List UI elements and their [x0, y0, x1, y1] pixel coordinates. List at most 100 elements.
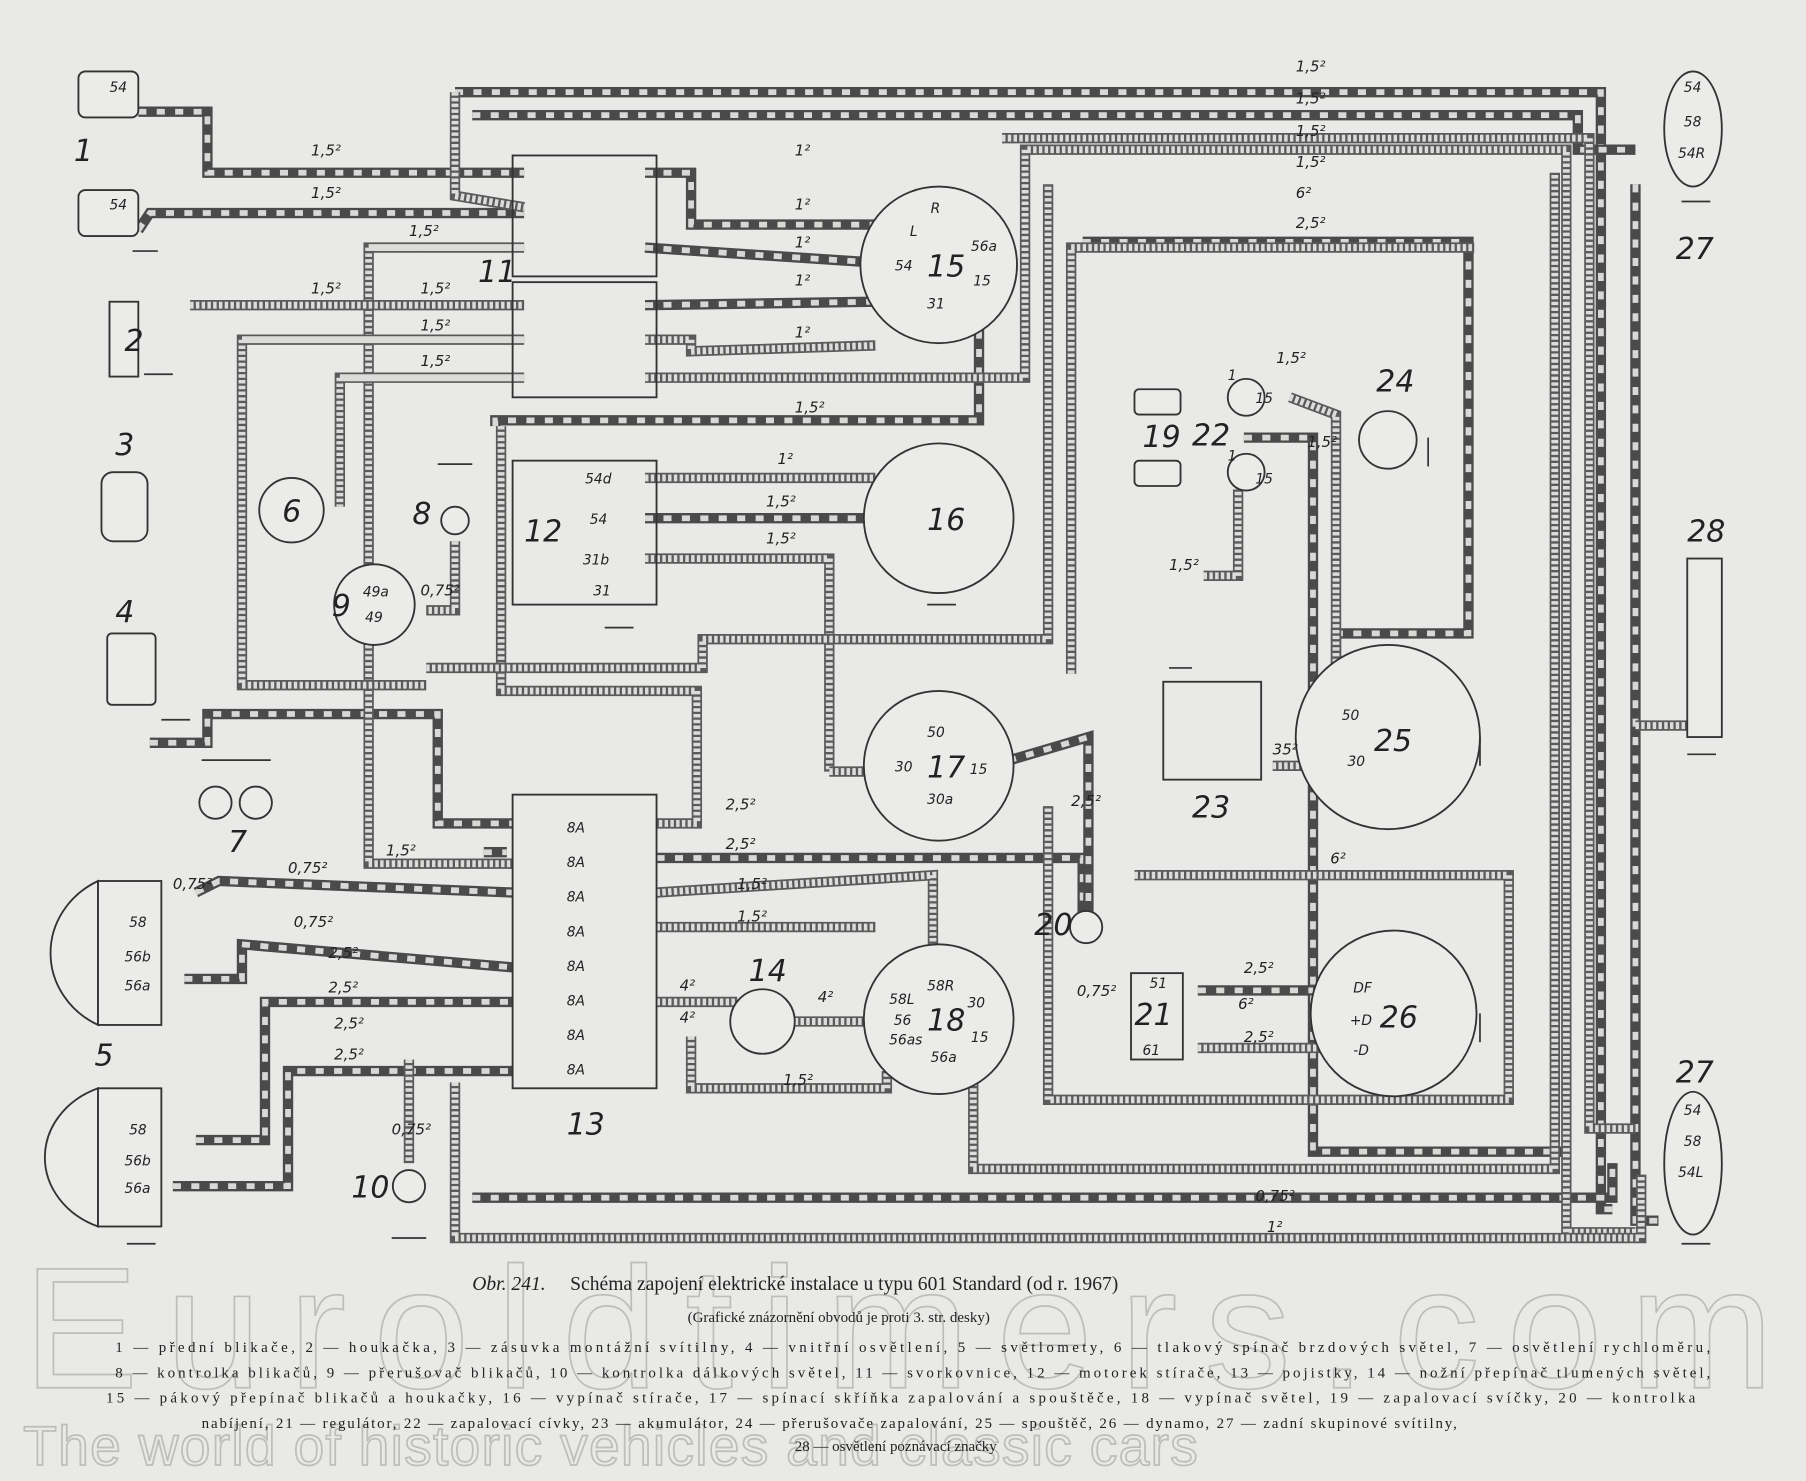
diagram-label: 0,75²	[392, 1120, 431, 1138]
horn	[108, 300, 140, 378]
diagram-label: 1	[1228, 449, 1237, 465]
diagram-label: 50	[1342, 708, 1360, 724]
diagram-label: 6	[282, 495, 301, 530]
diagram-shape	[449, 92, 525, 213]
diagram-label: 1²	[777, 450, 793, 468]
diagram-label: 6²	[1296, 184, 1312, 202]
diagram-shape	[1203, 489, 1244, 581]
diagram-label: 1,5²	[420, 317, 450, 335]
diagram-label: 50	[927, 725, 945, 741]
diagram-label: 22	[1192, 419, 1230, 454]
diagram-label: 0,75²	[294, 913, 333, 931]
diagram-label: 8A	[567, 890, 585, 906]
diagram-label: 0,75²	[420, 581, 459, 599]
diagram-label: 20	[1034, 908, 1072, 943]
diagram-shape	[511, 154, 658, 278]
diagram-shape	[1226, 377, 1266, 417]
diagram-label: 56a	[971, 239, 997, 255]
wire-pattern	[336, 374, 525, 507]
diagram-label: 10	[351, 1171, 389, 1206]
diagram-label: 1²	[795, 234, 811, 252]
diagram-label: 15	[1255, 472, 1273, 488]
diagram-label: 27	[1676, 232, 1714, 267]
wire-pattern	[644, 244, 876, 266]
diagram-shape	[106, 632, 157, 706]
diagram-label: 8A	[567, 924, 585, 940]
wire-pattern	[1288, 394, 1340, 668]
diagram-label: 1,5²	[311, 280, 341, 298]
diagram-label: 1²	[795, 323, 811, 341]
wire-pattern	[969, 172, 1559, 1173]
diagram-label: 54	[590, 512, 608, 528]
diagram-label: +D	[1350, 1013, 1372, 1029]
diagram-label: 2,5²	[726, 796, 756, 814]
battery: 23	[1162, 680, 1263, 826]
diagram-label: 15	[970, 762, 988, 778]
wire-pattern	[455, 89, 1613, 1213]
figure-subtitle: (Grafické znázornění obvodů je proti 3. …	[688, 1310, 990, 1326]
diagram-label: 35²	[1273, 740, 1298, 758]
diagram-label: 56a	[124, 978, 150, 994]
diagram-label: 12	[524, 514, 562, 549]
diagram-label: 49a	[363, 585, 389, 601]
diagram-label: 15	[927, 249, 965, 284]
diagram-shape	[149, 708, 513, 829]
diagram-label: 49	[365, 610, 383, 626]
diagram-shape	[1630, 184, 1659, 1226]
high-beam-lamp: 10	[351, 1169, 426, 1206]
wire-pattern	[645, 169, 876, 228]
diagram-label: 8A	[567, 1028, 585, 1044]
diagram-label: 1²	[1267, 1218, 1283, 1236]
diagram-shape	[859, 185, 1018, 345]
diagram-label: 11	[478, 255, 516, 290]
wires-dark	[134, 86, 1659, 1226]
diagram-label: 28	[1687, 514, 1725, 549]
legend-line: 15 — pákový přepínač blikačů a houkačky,…	[106, 1391, 1696, 1407]
wire-pattern	[184, 941, 513, 982]
wire-pattern	[687, 1036, 891, 1092]
diagram-shape	[333, 563, 416, 646]
wire-pattern	[472, 1163, 1616, 1201]
diagram-label: 1,5²	[737, 907, 767, 925]
diagram-shape	[97, 1087, 163, 1228]
diagram-label: 1²	[795, 272, 811, 290]
diagram-label: 1,5²	[1296, 57, 1326, 75]
wires-light	[190, 92, 1688, 1244]
diagram-label: 0,75²	[1077, 982, 1116, 1000]
diagram-label: 1,5²	[1296, 153, 1326, 171]
diagram-shape	[391, 1169, 426, 1204]
diagram-label: 2,5²	[334, 1014, 364, 1032]
diagram-label: 1	[1228, 368, 1237, 384]
diagram-shape	[1162, 680, 1263, 781]
wire-pattern	[426, 541, 459, 614]
diagram-label: 1,5²	[1169, 556, 1199, 574]
wire-pattern	[138, 108, 525, 176]
socket	[100, 471, 149, 543]
diagram-label: 58L	[889, 992, 914, 1008]
diagram-shape	[1133, 459, 1182, 487]
diagram-label: 56as	[889, 1033, 922, 1049]
diagram-shape	[198, 785, 233, 820]
diagram-label: 18	[927, 1004, 965, 1039]
diagram-label: 31	[593, 583, 611, 599]
diagram-label: 54d	[585, 472, 612, 488]
wire-pattern	[1082, 238, 1472, 715]
diagram-label: 58	[1684, 115, 1702, 131]
spark-plugs: 19	[1133, 388, 1182, 487]
diagram-label: 8A	[567, 1062, 585, 1078]
legend-line: 28 — osvětlení poznávací značky	[795, 1439, 998, 1455]
diagram-label: 8A	[567, 959, 585, 975]
diagram-label: 19	[1143, 420, 1181, 455]
diagram-label: 31b	[583, 552, 610, 568]
diagram-label: 1,5²	[783, 1071, 813, 1089]
diagram-label: 30	[895, 760, 913, 776]
watermark-brand: Euroldtimers.com	[23, 1232, 1773, 1425]
diagram-shape	[1663, 70, 1723, 188]
indicator-lamp: 8	[412, 497, 470, 536]
diagram-label: 1,5²	[766, 493, 796, 511]
diagram-label: 14	[749, 954, 787, 989]
